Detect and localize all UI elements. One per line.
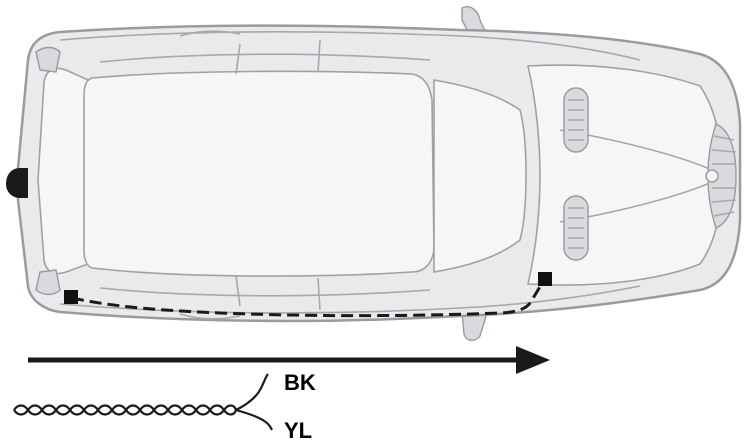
front-connector: [538, 272, 552, 286]
car-top-view: [6, 6, 742, 341]
twisted-wire-pair: BK YL: [13, 370, 316, 442]
rear-connector: [64, 290, 78, 304]
cable-route: [64, 272, 552, 318]
door-handle-lines: [179, 30, 241, 320]
lower-sill-line: [59, 285, 641, 314]
rear-window: [37, 67, 89, 275]
direction-arrow: [28, 346, 550, 374]
wire-lead-yellow: [235, 408, 273, 431]
b-pillar-upper: [235, 39, 321, 75]
twisted-strand-b: [13, 404, 238, 416]
hood-vent-lower-slats: [568, 207, 584, 249]
upper-sill-line: [59, 31, 641, 61]
hood-vent-upper-slats: [568, 99, 584, 141]
cable-dashed-line: [71, 279, 546, 318]
wire-label-yellow: YL: [284, 418, 312, 442]
b-pillar-lower: [235, 275, 321, 311]
front-emblem: [705, 169, 719, 183]
wire-label-black: BK: [284, 370, 316, 395]
rear-lamp-lower: [35, 269, 61, 296]
tow-bar: [6, 168, 28, 198]
roof-rail-lower: [99, 287, 431, 297]
wire-lead-black: [235, 373, 269, 411]
front-grille-slats: [711, 135, 737, 217]
hood: [527, 64, 723, 286]
roof-panel: [83, 70, 435, 277]
rear-lamp-upper: [35, 46, 61, 73]
arrow-head: [516, 346, 550, 374]
roof-rail-upper: [99, 53, 431, 63]
windshield: [433, 79, 527, 273]
